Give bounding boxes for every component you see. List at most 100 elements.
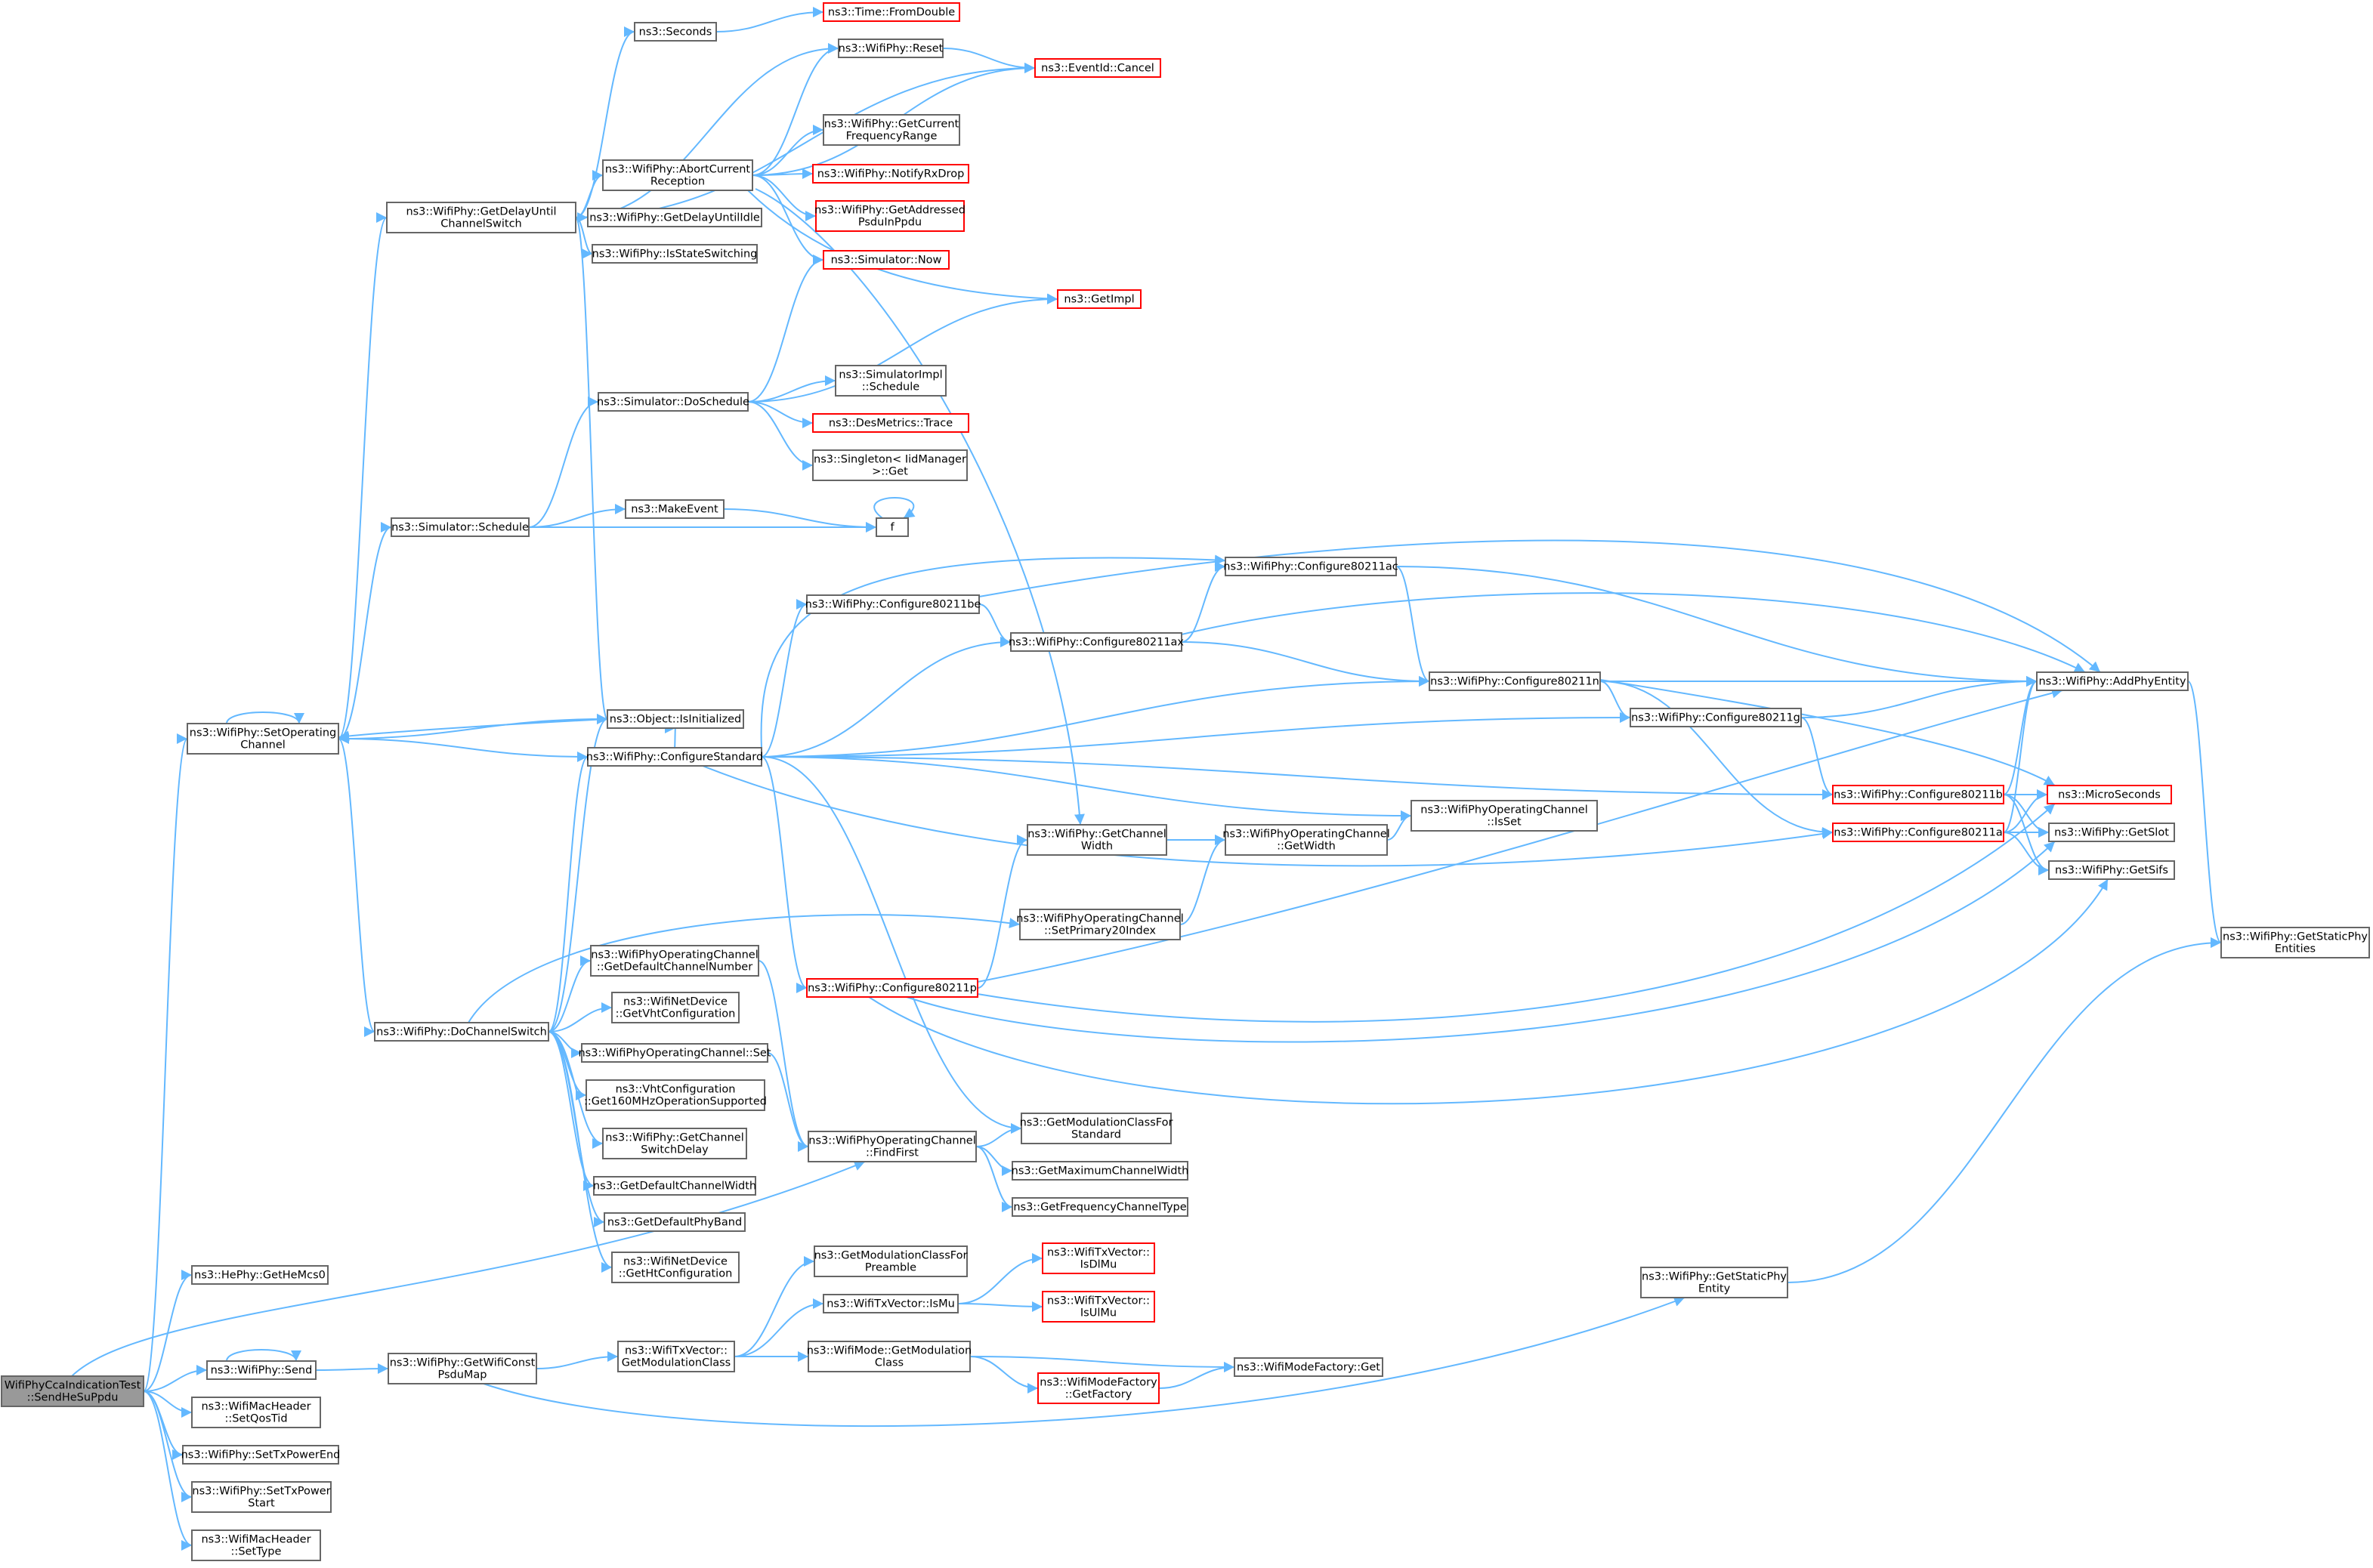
node-doschedule[interactable]: ns3::Simulator::DoSchedule (597, 392, 749, 412)
node-defchw[interactable]: ns3::GetDefaultChannelWidth (593, 1176, 756, 1196)
edge-dochswitch-to-setprim (468, 914, 1021, 1023)
node-label: ns3::GetModulationClassFor (1020, 1117, 1173, 1129)
node-label: ns3::WifiPhyOperatingChannel (1016, 913, 1183, 925)
node-findfirst[interactable]: ns3::WifiPhyOperatingChannel::FindFirst (808, 1131, 977, 1162)
node-modeget[interactable]: ns3::WifiMode::GetModulationClass (807, 1341, 972, 1372)
node-cfgac[interactable]: ns3::WifiPhy::Configure80211ac (1223, 557, 1398, 576)
node-vhtcfg[interactable]: ns3::WifiNetDevice::GetVhtConfiguration (611, 992, 740, 1023)
node-label: ns3::WifiMode::GetModulation (807, 1345, 972, 1357)
node-label: ns3::WifiPhy::GetDelayUntilIdle (589, 212, 760, 224)
node-label: PsduMap (437, 1369, 487, 1381)
node-freqtype[interactable]: ns3::GetFrequencyChannelType (1012, 1197, 1188, 1217)
node-box (1037, 1372, 1160, 1404)
edge-root-to-setop (143, 733, 188, 1392)
node-opset[interactable]: ns3::WifiPhyOperatingChannel::Set (578, 1043, 771, 1063)
edge-cfgstd-to-modstd (761, 756, 1022, 1134)
node-label: ns3::SimulatorImpl (839, 369, 942, 381)
node-isswitch[interactable]: ns3::WifiPhy::IsStateSwitching (592, 244, 758, 264)
node-defband[interactable]: ns3::GetDefaultPhyBand (604, 1212, 746, 1232)
node-cfgbe[interactable]: ns3::WifiPhy::Configure80211be (805, 594, 981, 614)
node-get160[interactable]: ns3::VhtConfiguration::Get160MHzOperatio… (584, 1079, 767, 1111)
node-seconds[interactable]: ns3::Seconds (634, 22, 717, 42)
node-setprim[interactable]: ns3::WifiPhyOperatingChannel::SetPrimary… (1016, 909, 1184, 940)
node-notifyrx[interactable]: ns3::WifiPhy::NotifyRxDrop (812, 164, 969, 184)
node-hemcs0[interactable]: ns3::HePhy::GetHeMcs0 (191, 1265, 329, 1285)
node-opgetw[interactable]: ns3::WifiPhyOperatingChannel::GetWidth (1222, 824, 1390, 856)
edge-root-to-settype (143, 1391, 193, 1551)
node-box (823, 1294, 959, 1313)
node-box (634, 22, 717, 42)
node-root[interactable]: WifiPhyCcaIndicationTest::SendHeSuPpdu (1, 1375, 144, 1407)
edge-cfgstd-to-cfgp (761, 756, 808, 993)
node-label: ::GetDefaultChannelNumber (597, 961, 752, 974)
node-defchnum[interactable]: ns3::WifiPhyOperatingChannel::GetDefault… (590, 945, 759, 977)
node-fromdouble[interactable]: ns3::Time::FromDouble (823, 2, 960, 22)
edge-setop-to-isinit (338, 714, 608, 739)
node-delayidle[interactable]: ns3::WifiPhy::GetDelayUntilIdle (587, 208, 762, 227)
node-htcfg[interactable]: ns3::WifiNetDevice::GetHtConfiguration (611, 1252, 740, 1283)
node-cfgn[interactable]: ns3::WifiPhy::Configure80211n (1429, 671, 1601, 691)
node-micro[interactable]: ns3::MicroSeconds (2047, 785, 2172, 804)
node-isulmu[interactable]: ns3::WifiTxVector::IsUlMu (1042, 1291, 1155, 1323)
node-makeevent[interactable]: ns3::MakeEvent (625, 499, 725, 519)
node-getslot[interactable]: ns3::WifiPhy::GetSlot (2048, 823, 2175, 842)
edge-cfgstd-to-cfgb (761, 756, 1834, 800)
node-box (604, 1212, 746, 1232)
node-cfgstd[interactable]: ns3::WifiPhy::ConfigureStandard (586, 747, 763, 767)
node-factory[interactable]: ns3::WifiModeFactory::GetFactory (1037, 1372, 1160, 1404)
node-label: ns3::WifiPhy::GetStaticPhy (1642, 1271, 1787, 1283)
node-setqos[interactable]: ns3::WifiMacHeader::SetQosTid (191, 1397, 321, 1428)
node-desmetrics[interactable]: ns3::DesMetrics::Trace (812, 413, 969, 433)
node-isdlmu[interactable]: ns3::WifiTxVector::IsDlMu (1042, 1242, 1155, 1274)
node-txgetmod[interactable]: ns3::WifiTxVector::GetModulationClass (617, 1341, 735, 1372)
node-cfgb[interactable]: ns3::WifiPhy::Configure80211b (1832, 785, 2004, 804)
node-now[interactable]: ns3::Simulator::Now (823, 250, 950, 270)
node-maxchw[interactable]: ns3::GetMaximumChannelWidth (1012, 1161, 1189, 1181)
node-schedule[interactable]: ns3::Simulator::Schedule (391, 517, 530, 537)
node-singleton[interactable]: ns3::Singleton< IidManager>::Get (812, 449, 968, 481)
node-label: ns3::WifiPhy::Configure80211p (808, 983, 977, 995)
node-getimpl[interactable]: ns3::GetImpl (1057, 289, 1142, 309)
node-cfgg[interactable]: ns3::WifiPhy::Configure80211g (1630, 708, 1802, 727)
node-box (388, 1353, 537, 1384)
node-box (876, 517, 909, 537)
node-reset[interactable]: ns3::WifiPhy::Reset (838, 39, 944, 58)
node-cfgp[interactable]: ns3::WifiPhy::Configure80211p (806, 978, 978, 998)
node-factoryget[interactable]: ns3::WifiModeFactory::Get (1234, 1357, 1383, 1377)
node-implsched[interactable]: ns3::SimulatorImpl::Schedule (835, 365, 947, 397)
node-box (191, 1265, 329, 1285)
node-f[interactable]: f (876, 517, 909, 537)
node-settype[interactable]: ns3::WifiMacHeader::SetType (191, 1529, 321, 1561)
node-cfga[interactable]: ns3::WifiPhy::Configure80211a (1832, 823, 2004, 842)
node-cancel[interactable]: ns3::EventId::Cancel (1034, 58, 1161, 78)
node-dochswitch[interactable]: ns3::WifiPhy::DoChannelSwitch (374, 1022, 549, 1042)
node-isinit[interactable]: ns3::Object::IsInitialized (607, 709, 744, 729)
edge-delayswitch-to-isinit (575, 217, 608, 724)
node-box (812, 449, 968, 481)
node-addphy[interactable]: ns3::WifiPhy::AddPhyEntity (2036, 671, 2189, 691)
node-opisset[interactable]: ns3::WifiPhyOperatingChannel::IsSet (1411, 800, 1598, 832)
node-label: ns3::WifiPhyOperatingChannel (591, 949, 758, 961)
node-label: >::Get (872, 466, 908, 478)
node-getsifs[interactable]: ns3::WifiPhy::GetSifs (2048, 860, 2175, 880)
edge-doschedule-to-singleton (747, 401, 814, 471)
node-box (2048, 860, 2175, 880)
node-send[interactable]: ns3::WifiPhy::Send (206, 1360, 317, 1380)
node-label: ::SendHeSuPpdu (27, 1392, 119, 1404)
node-ismu[interactable]: ns3::WifiTxVector::IsMu (823, 1294, 959, 1313)
node-cfgax[interactable]: ns3::WifiPhy::Configure80211ax (1009, 632, 1184, 652)
node-txend[interactable]: ns3::WifiPhy::SetTxPowerEnd (181, 1445, 341, 1465)
